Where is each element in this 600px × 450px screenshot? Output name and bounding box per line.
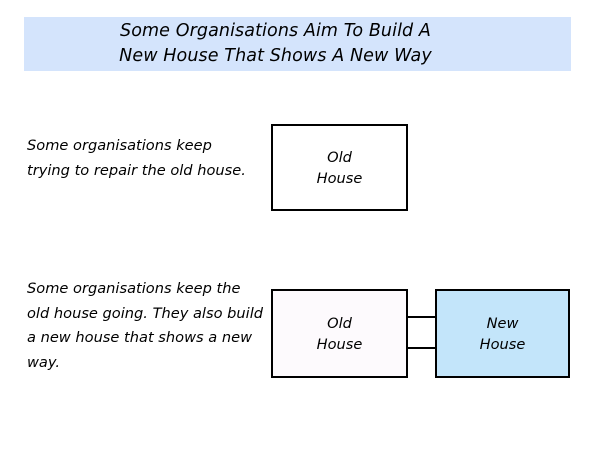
old-house-box-bottom-label-line-1: Old (327, 314, 352, 332)
old-house-box-bottom: Old House (271, 289, 408, 378)
section-2-paragraph: Some organisations keep the old house go… (27, 280, 264, 371)
connector-line-bottom (406, 347, 437, 349)
old-house-box-top: Old House (271, 124, 408, 211)
title-line-2: New House That Shows A New Way (119, 46, 432, 66)
section-1-paragraph: Some organisations keep trying to repair… (27, 137, 246, 179)
connector-line-top (406, 316, 437, 318)
title-line-1: Some Organisations Aim To Build A (120, 21, 431, 41)
old-house-box-top-label-line-2: House (316, 169, 363, 187)
new-house-box-label-line-1: New (486, 314, 519, 332)
old-house-box-bottom-label-line-2: House (316, 335, 363, 353)
new-house-box: New House (435, 289, 570, 378)
title-banner: Some Organisations Aim To Build A New Ho… (24, 17, 571, 71)
new-house-box-label-line-2: House (479, 335, 526, 353)
old-house-box-top-label-line-1: Old (327, 148, 352, 166)
